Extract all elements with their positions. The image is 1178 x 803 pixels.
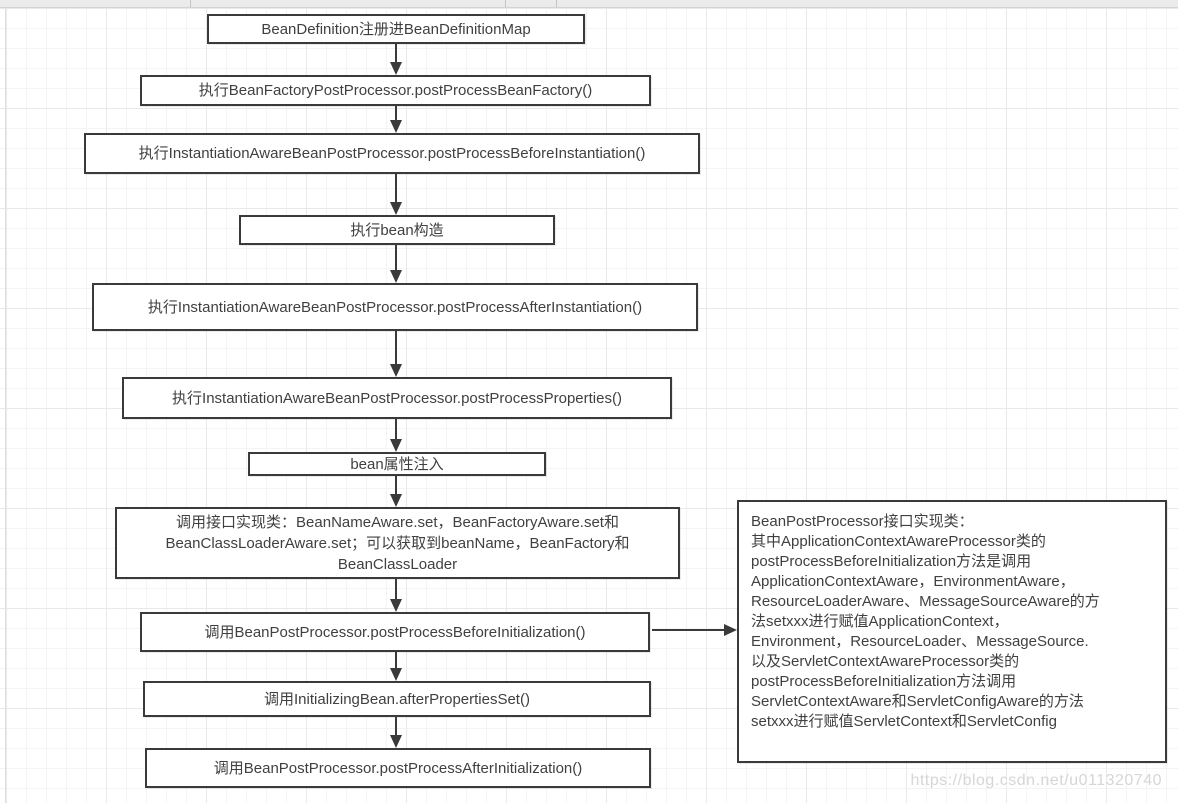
connector-arrowhead-icon <box>390 270 402 283</box>
connector-arrow-line[interactable] <box>395 174 397 204</box>
connector-arrowhead-icon <box>390 364 402 377</box>
flow-node-bean-constructor[interactable]: 执行bean构造 <box>239 215 555 245</box>
connector-arrow-line[interactable] <box>395 106 397 122</box>
flow-node-postprocess-after-instantiation[interactable]: 执行InstantiationAwareBeanPostProcessor.po… <box>92 283 698 331</box>
connector-arrowhead-icon <box>390 439 402 452</box>
connector-arrowhead-icon <box>390 668 402 681</box>
connector-arrowhead-icon <box>390 735 402 748</box>
connector-arrow-line[interactable] <box>395 717 397 737</box>
connector-arrowhead-icon <box>390 202 402 215</box>
flow-note-beanpostprocessor-impls[interactable]: BeanPostProcessor接口实现类： 其中ApplicationCon… <box>737 500 1167 763</box>
canvas-ruler <box>0 0 1178 8</box>
connector-arrow-line[interactable] <box>652 629 726 631</box>
connector-arrowhead-icon <box>390 62 402 75</box>
ruler-tick <box>556 0 557 7</box>
flow-node-property-injection[interactable]: bean属性注入 <box>248 452 546 476</box>
flow-node-postprocess-properties[interactable]: 执行InstantiationAwareBeanPostProcessor.po… <box>122 377 672 419</box>
connector-arrow-line[interactable] <box>395 652 397 670</box>
ruler-tick <box>190 0 191 7</box>
connector-arrow-line[interactable] <box>395 44 397 64</box>
connector-arrowhead-icon <box>390 494 402 507</box>
connector-arrowhead-icon <box>390 599 402 612</box>
flow-node-postprocess-before-instantiation[interactable]: 执行InstantiationAwareBeanPostProcessor.po… <box>84 133 700 174</box>
connector-arrow-line[interactable] <box>395 331 397 366</box>
canvas-left-edge <box>5 8 6 803</box>
flow-node-postprocess-before-initialization[interactable]: 调用BeanPostProcessor.postProcessBeforeIni… <box>140 612 650 652</box>
flow-node-after-properties-set[interactable]: 调用InitializingBean.afterPropertiesSet() <box>143 681 651 717</box>
connector-arrow-line[interactable] <box>395 579 397 601</box>
flow-node-aware-interfaces[interactable]: 调用接口实现类：BeanNameAware.set，BeanFactoryAwa… <box>115 507 680 579</box>
connector-arrowhead-icon <box>390 120 402 133</box>
watermark: https://blog.csdn.net/u011320740 <box>910 772 1162 789</box>
connector-arrow-line[interactable] <box>395 245 397 272</box>
flow-node-postprocess-after-initialization[interactable]: 调用BeanPostProcessor.postProcessAfterInit… <box>145 748 651 788</box>
connector-arrow-line[interactable] <box>395 476 397 496</box>
connector-arrowhead-icon <box>724 624 737 636</box>
flow-node-register-beandefinition[interactable]: BeanDefinition注册进BeanDefinitionMap <box>207 14 585 44</box>
flow-node-postprocess-beanfactory[interactable]: 执行BeanFactoryPostProcessor.postProcessBe… <box>140 75 651 106</box>
ruler-tick <box>505 0 506 7</box>
connector-arrow-line[interactable] <box>395 419 397 441</box>
